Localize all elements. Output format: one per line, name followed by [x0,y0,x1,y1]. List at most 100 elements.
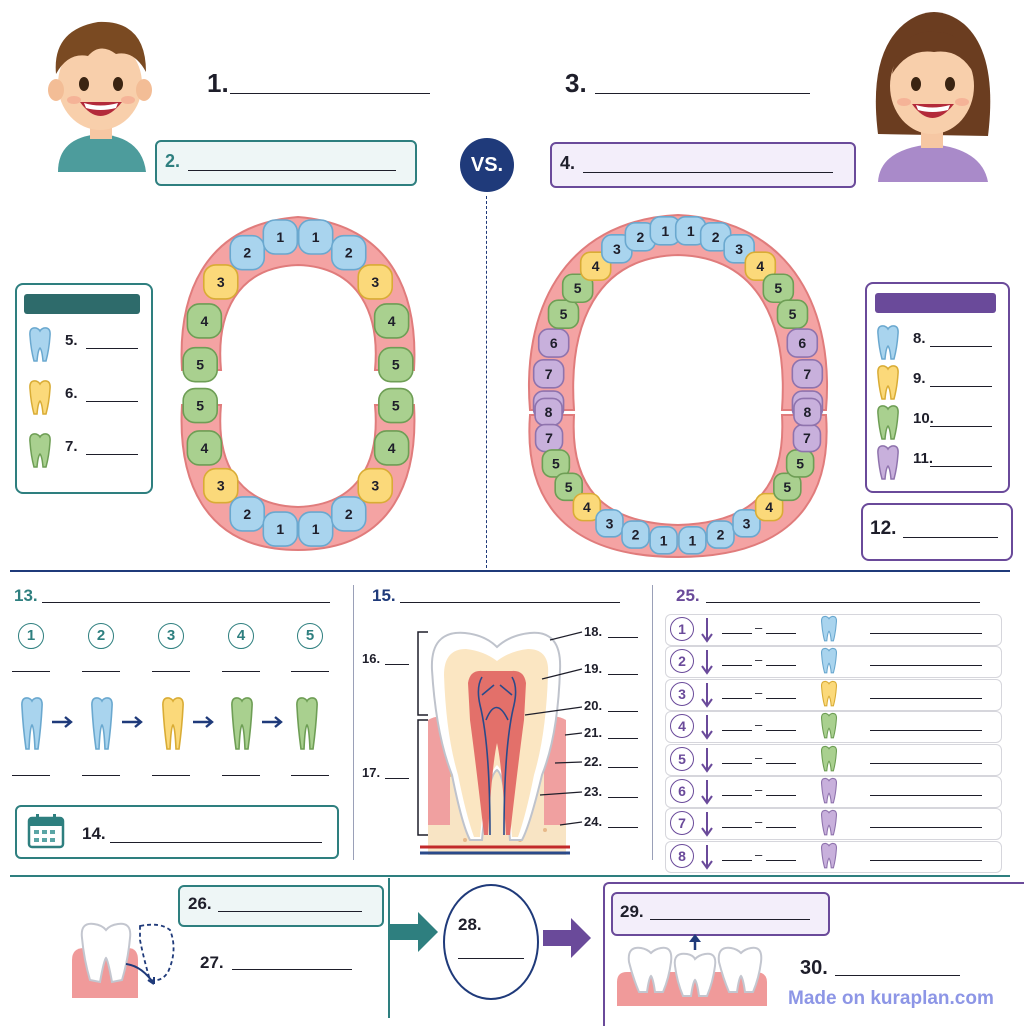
eruption-row-number: 1 [670,617,694,641]
label-24-blank[interactable] [608,827,638,828]
question-14-blank[interactable] [110,842,322,843]
question-4-box [550,142,856,188]
sequence-blank-top-5[interactable] [291,671,329,672]
child-upper-tooth-number: 4 [388,313,396,329]
question-2-number: 2. [165,151,181,171]
eruption-age-from-blank[interactable] [722,665,752,667]
eruption-tooth-name-blank[interactable] [870,762,982,764]
adult-lower-tooth-number: 5 [552,455,560,471]
anatomy-brackets [417,631,428,836]
label-22-blank[interactable] [608,767,638,768]
label-16-blank[interactable] [385,664,409,665]
label-22-number: 22. [584,754,603,769]
eruption-age-from-blank[interactable] [722,859,752,861]
sequence-blank-top-1[interactable] [12,671,50,672]
eruption-age-to-blank[interactable] [766,697,796,699]
eruption-age-from-blank[interactable] [722,730,752,732]
adult-legend-header-bar [875,293,996,313]
eruption-tooth-name-blank[interactable] [870,633,982,634]
eruption-age-from-blank[interactable] [722,633,752,634]
adult-legend-blank-4[interactable] [930,466,992,467]
sequence-blank-bottom-1[interactable] [12,775,50,776]
sequence-blank-top-2[interactable] [82,671,120,672]
child-lower-tooth [186,430,223,466]
question-13-blank[interactable] [42,602,330,603]
question-15-blank[interactable] [400,602,620,603]
adult-lower-tooth [732,508,761,538]
incisor-tooth-icon [27,326,53,369]
eruption-age-from-blank[interactable] [722,697,752,699]
eruption-tooth-name-blank[interactable] [870,730,982,732]
child-lower-tooth-number: 2 [243,506,251,522]
bottom-right-frame [603,882,1024,1026]
question-27-blank[interactable] [232,969,352,970]
tooth-sequence-row [21,697,318,750]
adult-legend-blank-2[interactable] [930,386,992,387]
eruption-age-to-blank[interactable] [766,730,796,732]
eruption-tooth-name-blank[interactable] [870,665,982,667]
eruption-dash: – [755,814,763,830]
sequence-blank-top-3[interactable] [152,671,190,672]
eruption-age-from-blank[interactable] [722,795,752,796]
question-2-blank[interactable] [188,170,396,171]
question-4-blank[interactable] [583,172,833,173]
question-3-blank[interactable] [595,93,810,94]
eruption-tooth-name-blank[interactable] [870,827,982,829]
eruption-age-to-blank[interactable] [766,665,796,667]
eruption-age-from-blank[interactable] [722,762,752,764]
child-legend-blank-3[interactable] [86,454,138,455]
eruption-dash: – [755,620,763,635]
adult-upper-tooth [786,328,819,358]
eruption-tooth-name-blank[interactable] [870,697,982,699]
sequence-blank-top-4[interactable] [222,671,260,672]
eruption-dash: – [755,749,763,765]
down-arrow-icon [701,810,713,843]
question-1-blank[interactable] [230,93,430,94]
question-13-number: 13. [14,586,38,605]
adult-legend-blank-3[interactable] [930,426,992,427]
label-18-blank[interactable] [608,637,638,638]
eruption-age-to-blank[interactable] [766,859,796,861]
child-legend-blank-2[interactable] [86,401,138,402]
question-15-number: 15. [372,586,396,605]
question-25-blank[interactable] [706,602,980,603]
label-21-blank[interactable] [608,738,638,739]
eruption-age-from-blank[interactable] [722,827,752,829]
adult-lower-tooth-number: 5 [783,479,791,495]
eruption-age-to-blank[interactable] [766,633,796,634]
adult-upper-tooth-number: 3 [613,241,621,257]
label-20-blank[interactable] [608,711,638,712]
sequence-blank-bottom-5[interactable] [291,775,329,776]
child-lower-tooth [262,511,299,547]
label-20-number: 20. [584,698,603,713]
eruption-tooth-icon [819,777,839,810]
eruption-tooth-name-blank[interactable] [870,859,982,861]
adult-lower-tooth [649,525,678,555]
adult-upper-tooth-number: 4 [592,258,600,274]
sequence-blank-bottom-2[interactable] [82,775,120,776]
label-23-blank[interactable] [608,797,638,798]
adult-legend-blank-1[interactable] [930,346,992,347]
label-17-blank[interactable] [385,778,409,779]
adult-lower-tooth-number: 3 [606,515,614,531]
child-legend-blank-1[interactable] [86,348,138,349]
eruption-age-to-blank[interactable] [766,827,796,829]
question-26-blank[interactable] [218,911,362,912]
adult-legend-label-2: 9. [913,370,926,387]
question-29-blank[interactable] [650,919,810,920]
eruption-age-to-blank[interactable] [766,762,796,764]
child-upper-tooth-number: 3 [371,274,379,290]
question-30-blank[interactable] [835,975,960,976]
eruption-tooth-name-blank[interactable] [870,795,982,796]
adult-legend-label-3: 10. [913,410,934,427]
sequence-blank-bottom-4[interactable] [222,775,260,776]
adult-upper-tooth-number: 6 [798,335,806,351]
child-lower-tooth-number: 3 [371,478,379,494]
question-12-blank[interactable] [903,537,998,538]
label-19-blank[interactable] [608,674,638,675]
sequence-step-4: 4 [228,623,254,649]
eruption-age-to-blank[interactable] [766,795,796,796]
question-28-blank[interactable] [458,958,524,959]
eruption-dash: – [755,652,763,668]
sequence-blank-bottom-3[interactable] [152,775,190,776]
